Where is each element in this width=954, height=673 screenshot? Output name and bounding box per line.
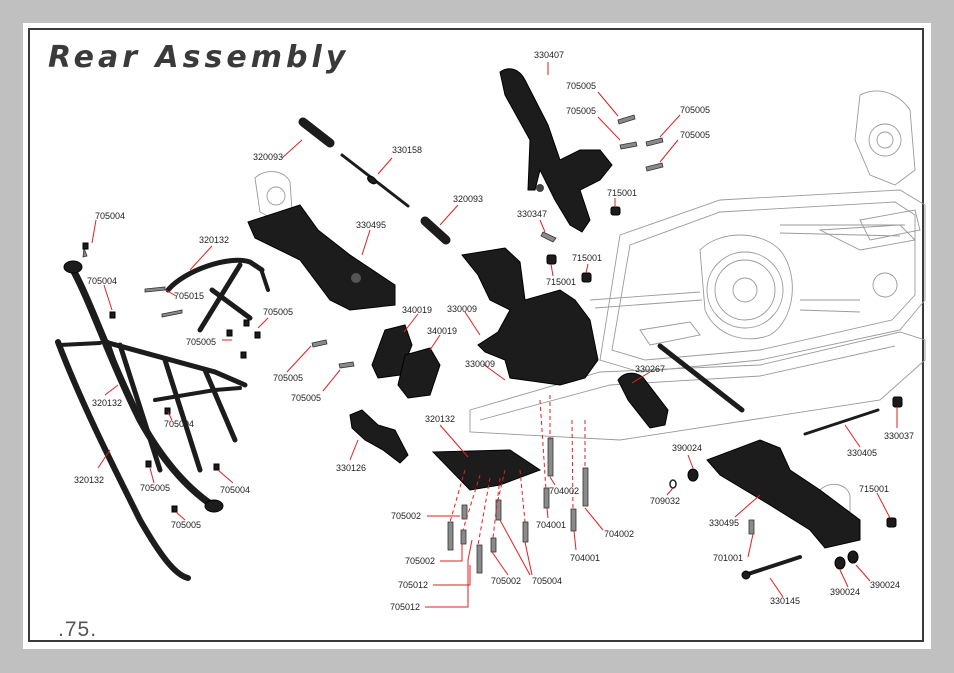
label-330158: 330158 (392, 145, 422, 155)
label-320093: 320093 (253, 152, 283, 162)
label-330126: 330126 (336, 463, 366, 473)
label-330347: 330347 (517, 209, 547, 219)
label-330267: 330267 (635, 364, 665, 374)
page-title: Rear Assembly (48, 40, 350, 75)
label-330009: 330009 (465, 359, 495, 369)
screws-left-cluster (82, 242, 355, 513)
label-705004: 705004 (164, 419, 194, 429)
label-330407: 330407 (534, 50, 564, 60)
skid-plate (431, 449, 542, 491)
label-320132: 320132 (425, 414, 455, 424)
label-705005: 705005 (263, 307, 293, 317)
label-340019: 340019 (402, 305, 432, 315)
part-labels: 330407 705005 705005 705005 705005 71500… (74, 50, 914, 612)
label-320132: 320132 (74, 475, 104, 485)
label-705005: 705005 (566, 81, 596, 91)
label-390024: 390024 (870, 580, 900, 590)
screws-705005-top (610, 114, 664, 216)
shock-tower (499, 68, 613, 233)
label-330495: 330495 (356, 220, 386, 230)
part-330126 (349, 409, 409, 464)
label-704002: 704002 (604, 529, 634, 539)
label-705004: 705004 (532, 576, 562, 586)
camber-link-330267 (617, 343, 745, 429)
label-704001: 704001 (536, 520, 566, 530)
label-704002: 704002 (549, 486, 579, 496)
label-715001: 715001 (546, 277, 576, 287)
leader-lines (91, 62, 898, 608)
label-705005: 705005 (171, 520, 201, 530)
label-330145: 330145 (770, 596, 800, 606)
turnbuckle-330158 (298, 117, 451, 245)
label-390024: 390024 (672, 443, 702, 453)
chassis-outline (254, 90, 926, 527)
label-705005: 705005 (140, 483, 170, 493)
long-screws (447, 437, 589, 574)
rear-center-block (461, 231, 599, 386)
label-705004: 705004 (87, 276, 117, 286)
label-705012: 705012 (390, 602, 420, 612)
alignment-lines (449, 395, 586, 546)
label-705005: 705005 (680, 130, 710, 140)
label-390024: 390024 (830, 587, 860, 597)
label-704001: 704001 (570, 553, 600, 563)
label-340019: 340019 (427, 326, 457, 336)
label-705002: 705002 (491, 576, 521, 586)
lower-arm-right (706, 439, 861, 549)
label-715001: 715001 (859, 484, 889, 494)
label-705002: 705002 (391, 511, 421, 521)
label-709032: 709032 (650, 496, 680, 506)
rear-bumper-cage (55, 260, 248, 581)
label-705005: 705005 (186, 337, 216, 347)
label-320132: 320132 (92, 398, 122, 408)
label-705004: 705004 (95, 211, 125, 221)
label-705005: 705005 (273, 373, 303, 383)
label-330405: 330405 (847, 448, 877, 458)
label-330009: 330009 (447, 304, 477, 314)
label-715001: 715001 (607, 188, 637, 198)
page-frame (28, 28, 924, 642)
label-705005: 705005 (291, 393, 321, 403)
label-320093: 320093 (453, 194, 483, 204)
label-715001: 715001 (572, 253, 602, 263)
cage-upper-brace (165, 257, 270, 333)
label-330037: 330037 (884, 431, 914, 441)
label-705005: 705005 (566, 106, 596, 116)
label-705005: 705005 (680, 105, 710, 115)
upper-arm-left (247, 204, 396, 311)
label-705015: 705015 (174, 291, 204, 301)
label-705004: 705004 (220, 485, 250, 495)
label-701001: 701001 (713, 553, 743, 563)
page-number: .75. (58, 618, 98, 641)
label-705002: 705002 (405, 556, 435, 566)
label-320132: 320132 (199, 235, 229, 245)
label-705012: 705012 (398, 580, 428, 590)
wing-mounts (371, 324, 441, 399)
hinge-pins (669, 396, 903, 580)
label-330495: 330495 (709, 518, 739, 528)
